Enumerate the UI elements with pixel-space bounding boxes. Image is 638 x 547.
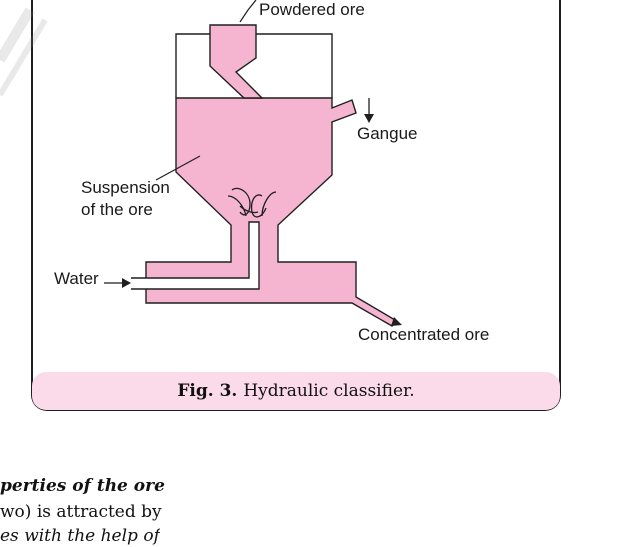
powdered-ore-leader <box>239 0 257 23</box>
tank-outline <box>175 33 333 98</box>
powdered-ore-label: Powdered ore <box>259 0 365 19</box>
gangue-arrow-icon <box>364 98 374 123</box>
suspension-label-line2: of the ore <box>81 200 153 219</box>
suspension-label-line1: Suspension <box>81 178 170 197</box>
gangue-label: Gangue <box>357 124 418 143</box>
figure-caption-number: Fig. 3. <box>177 381 238 401</box>
water-arrow-icon <box>104 278 131 288</box>
water-label: Water <box>54 269 99 288</box>
concentrated-ore-label: Concentrated ore <box>358 325 489 344</box>
water-inlet-pipe <box>131 221 260 290</box>
feed-hopper <box>209 24 264 99</box>
concentrated-ore-arrow-icon <box>391 317 402 326</box>
suspension-liquid <box>145 97 396 327</box>
watermark-mark <box>0 7 48 97</box>
body-text-line-1: perties of the ore <box>0 476 165 496</box>
figure-caption-text: Hydraulic classifier. <box>243 381 415 401</box>
figure-caption: Fig. 3. Hydraulic classifier. <box>32 372 560 410</box>
figure-frame <box>31 0 561 411</box>
suspension-leader <box>155 155 201 181</box>
body-text-line-2: wo) is attracted by <box>0 502 162 522</box>
body-text-line-3: es with the help of <box>0 526 160 546</box>
swirl-icon <box>227 187 277 218</box>
